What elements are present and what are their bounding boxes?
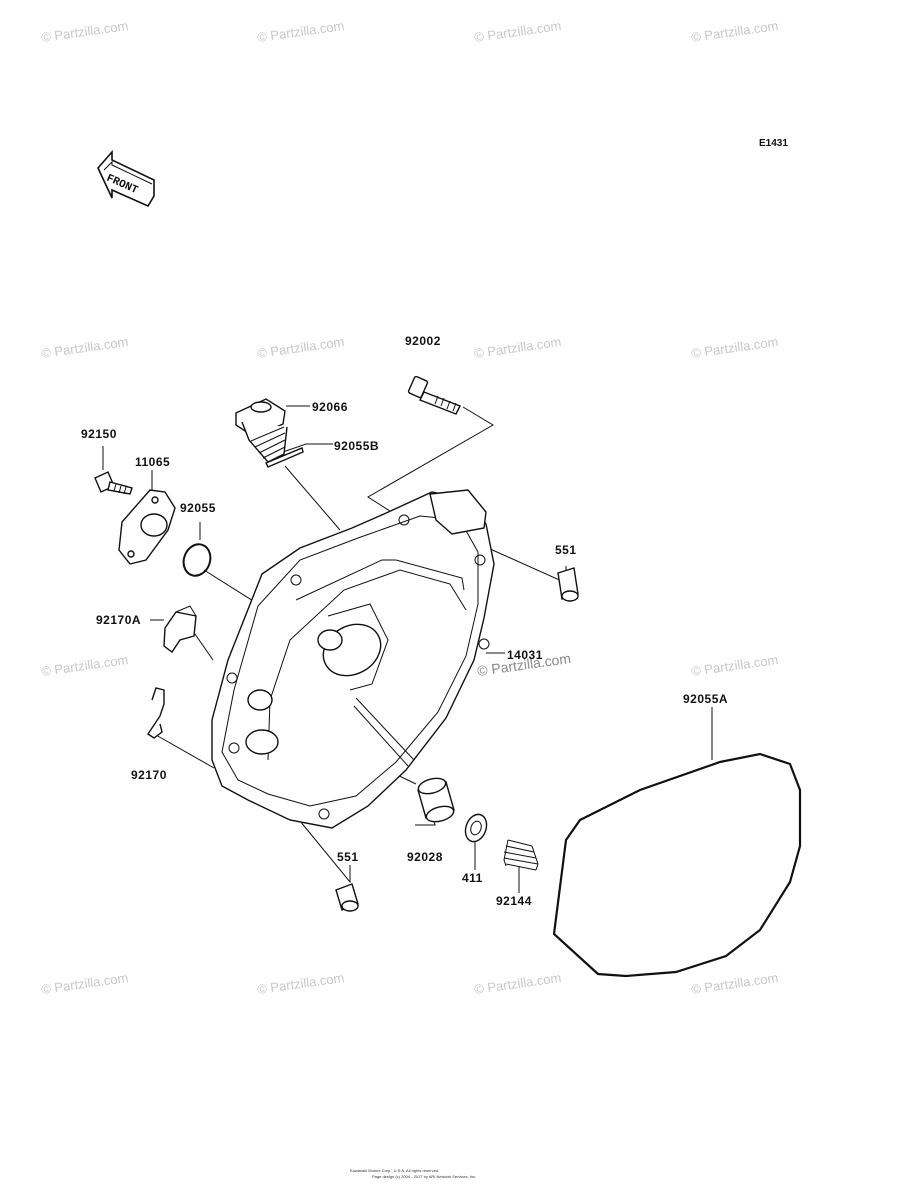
label-14031: 14031 (507, 648, 543, 662)
label-92055: 92055 (180, 501, 216, 515)
label-92144: 92144 (496, 894, 532, 908)
footer-line-2: Page design (c) 2004 - 2017 by ARI Netwo… (372, 1174, 476, 1179)
part-92066-plug (235, 398, 288, 463)
watermark: © Partzilla.com (256, 18, 345, 45)
label-92170a: 92170A (96, 613, 141, 627)
part-411-washer (464, 813, 488, 843)
label-551-bottom: 551 (337, 850, 359, 864)
watermark: © Partzilla.com (690, 18, 779, 45)
part-11065-cover (118, 489, 176, 565)
part-92170-clamp (147, 687, 165, 739)
part-92055b-washer (265, 447, 304, 468)
label-411: 411 (462, 871, 483, 885)
part-labels: 92002 92066 92055B 92150 11065 92055 551… (81, 334, 728, 908)
footer-line-1: Kawasaki Motors Corp., U.S.A. All rights… (350, 1168, 439, 1173)
watermark: © Partzilla.com (40, 334, 129, 361)
watermark: © Partzilla.com (690, 652, 779, 679)
footer-copyright: Kawasaki Motors Corp., U.S.A. All rights… (350, 1168, 476, 1179)
watermark: © Partzilla.com (256, 334, 345, 361)
label-92055a: 92055A (683, 692, 728, 706)
part-92028-bushing (417, 777, 455, 823)
label-11065: 11065 (135, 455, 170, 469)
part-14031-crankcase-cover (211, 489, 495, 829)
part-551-dowel-bottom (335, 883, 359, 912)
part-92055-o-ring (182, 543, 212, 577)
watermark: © Partzilla.com (473, 18, 562, 45)
label-92055b: 92055B (334, 439, 379, 453)
part-92170a-clamp (163, 605, 197, 654)
watermark: © Partzilla.com (40, 652, 129, 679)
front-arrow-icon: FRONT (97, 149, 155, 208)
label-92002: 92002 (405, 334, 441, 348)
label-92150: 92150 (81, 427, 117, 441)
part-92144-spring (503, 839, 539, 871)
part-92150-bolt (94, 471, 133, 495)
watermark: © Partzilla.com (473, 334, 562, 361)
watermark: © Partzilla.com (40, 18, 129, 45)
label-92066: 92066 (312, 400, 348, 414)
watermark: © Partzilla.com (690, 334, 779, 361)
label-551-top: 551 (555, 543, 577, 557)
diagram-ref-code: E1431 (759, 138, 788, 149)
label-92028: 92028 (407, 850, 443, 864)
part-92055a-gasket (552, 752, 802, 978)
part-551-dowel-top (557, 567, 579, 602)
part-92002-bolt (407, 375, 461, 415)
watermark: © Partzilla.com (690, 970, 779, 997)
watermark: © Partzilla.com (256, 970, 345, 997)
label-92170: 92170 (131, 768, 167, 782)
watermark: © Partzilla.com (40, 970, 129, 997)
watermark: © Partzilla.com (473, 970, 562, 997)
